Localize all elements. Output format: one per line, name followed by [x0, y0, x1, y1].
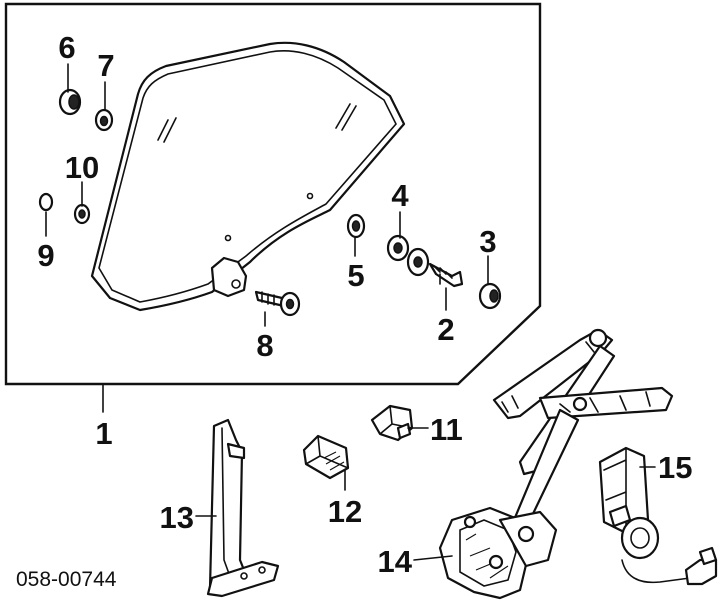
catalog-code: 058-00744	[16, 568, 117, 591]
callout-15: 15	[658, 450, 692, 485]
part-10-washer	[73, 203, 91, 225]
part-9-cap	[38, 192, 54, 212]
part-3-bushing	[478, 282, 502, 310]
part-15-motor	[598, 446, 718, 586]
callout-14: 14	[378, 544, 413, 579]
callout-13: 13	[160, 500, 194, 535]
assembly-frame	[4, 2, 542, 386]
callout-1: 1	[95, 416, 112, 451]
part-6-cushion	[58, 88, 82, 116]
part-5-spacer	[346, 213, 366, 239]
callout-7: 7	[97, 48, 114, 83]
part-7-cushion	[94, 108, 114, 132]
callout-3: 3	[479, 224, 496, 259]
part-11-clip	[370, 404, 414, 442]
part-13-sash-channel	[206, 418, 280, 598]
callout-10: 10	[65, 150, 99, 185]
callout-2: 2	[437, 312, 454, 347]
callout-4: 4	[391, 178, 409, 213]
callout-12: 12	[328, 494, 362, 529]
callout-6: 6	[58, 30, 75, 65]
callout-9: 9	[37, 238, 54, 273]
part-12-slider	[302, 434, 350, 480]
part-14-window-regulator	[438, 328, 674, 600]
part-8-bolt	[254, 290, 301, 317]
part-2-bolt	[428, 262, 464, 288]
door-glass	[90, 41, 406, 312]
callout-5: 5	[347, 258, 364, 293]
callout-8: 8	[256, 328, 273, 363]
leader-lines	[45, 63, 656, 561]
callout-11: 11	[430, 412, 463, 447]
part-4-washers	[386, 234, 430, 277]
